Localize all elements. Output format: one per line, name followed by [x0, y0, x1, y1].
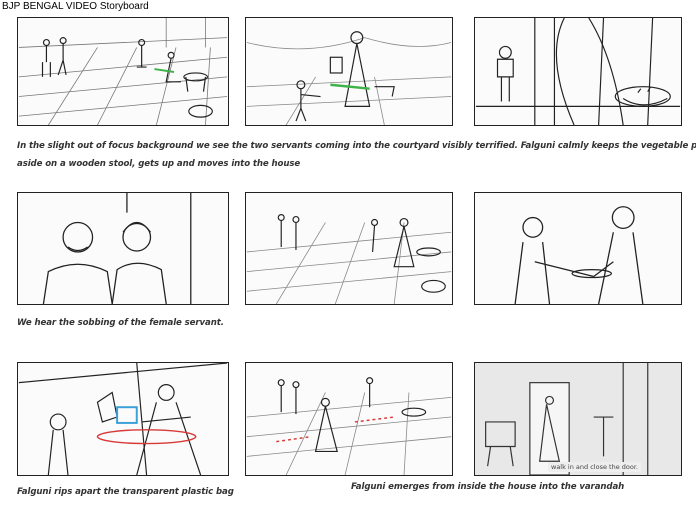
storyboard-panel-9: walk in and close the door.: [474, 362, 682, 476]
row3-caption-left: Falguni rips apart the transparent plast…: [17, 487, 234, 497]
storyboard-panel-3: [474, 17, 682, 126]
row1-caption-line1: In the slight out of focus background we…: [17, 141, 696, 151]
panel-note: walk in and close the door.: [548, 462, 641, 472]
row2-caption: We hear the sobbing of the female servan…: [17, 318, 224, 328]
storyboard-panel-4: [17, 192, 229, 305]
storyboard-panel-1: [17, 17, 229, 126]
storyboard-panel-5: [245, 192, 453, 305]
row3-caption-center: Falguni emerges from inside the house in…: [351, 482, 625, 492]
row1-caption-line2: aside on a wooden stool, gets up and mov…: [17, 159, 301, 169]
storyboard-panel-6: [474, 192, 682, 305]
storyboard-panel-2: [245, 17, 453, 126]
storyboard-panel-7: [17, 362, 229, 476]
storyboard-panel-8: [245, 362, 453, 476]
document-title: BJP BENGAL VIDEO Storyboard: [2, 1, 149, 12]
